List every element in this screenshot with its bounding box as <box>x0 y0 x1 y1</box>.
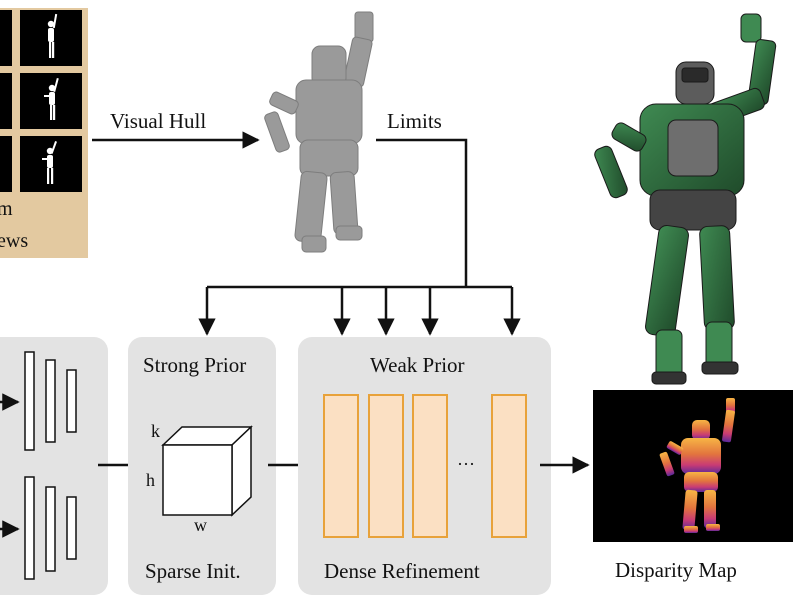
refinement-block <box>412 394 448 538</box>
refinement-block <box>323 394 359 538</box>
feature-extractor-box <box>0 337 108 595</box>
weak-prior-label: Weak Prior <box>370 353 465 377</box>
dense-refinement-label: Dense Refinement <box>324 559 480 583</box>
refinement-block <box>368 394 404 538</box>
strong-prior-label: Strong Prior <box>143 353 246 377</box>
feature-layer <box>45 359 56 443</box>
feature-layer <box>66 369 77 433</box>
cube-w-label: w <box>194 515 207 535</box>
silhouette-views-panel: m ews <box>0 8 88 258</box>
human-silhouette-icon <box>44 77 59 120</box>
disparity-map-label: Disparity Map <box>615 558 737 582</box>
limits-label: Limits <box>387 109 442 133</box>
strong-prior-box: Strong Prior k h w Sparse Init. <box>128 337 276 595</box>
human-silhouette-icon <box>42 141 57 184</box>
feature-layer <box>24 351 35 451</box>
weak-prior-box: Weak Prior ··· Dense Refinement <box>298 337 551 595</box>
silhouette-caption-1: m <box>0 198 13 220</box>
silhouette-caption-2: ews <box>0 230 28 252</box>
cube-h-label: h <box>146 470 155 490</box>
cube-k-label: k <box>151 421 160 441</box>
silhouette-tile <box>0 10 12 66</box>
human-silhouette-icon <box>47 13 58 58</box>
robot-render-figure <box>594 13 777 385</box>
feature-layer <box>45 486 56 572</box>
voxel-hull-figure <box>264 11 374 253</box>
cost-volume-cube <box>161 425 253 517</box>
refinement-block <box>491 394 527 538</box>
silhouette-tile <box>0 73 12 129</box>
silhouette-tile <box>0 136 12 192</box>
feature-layer <box>66 496 77 560</box>
sparse-init-label: Sparse Init. <box>145 559 241 583</box>
feature-layer <box>24 476 35 580</box>
limits-connector <box>376 138 468 287</box>
refinement-ellipsis: ··· <box>457 454 475 474</box>
visual-hull-label: Visual Hull <box>110 109 206 133</box>
disparity-map-image <box>593 390 793 542</box>
